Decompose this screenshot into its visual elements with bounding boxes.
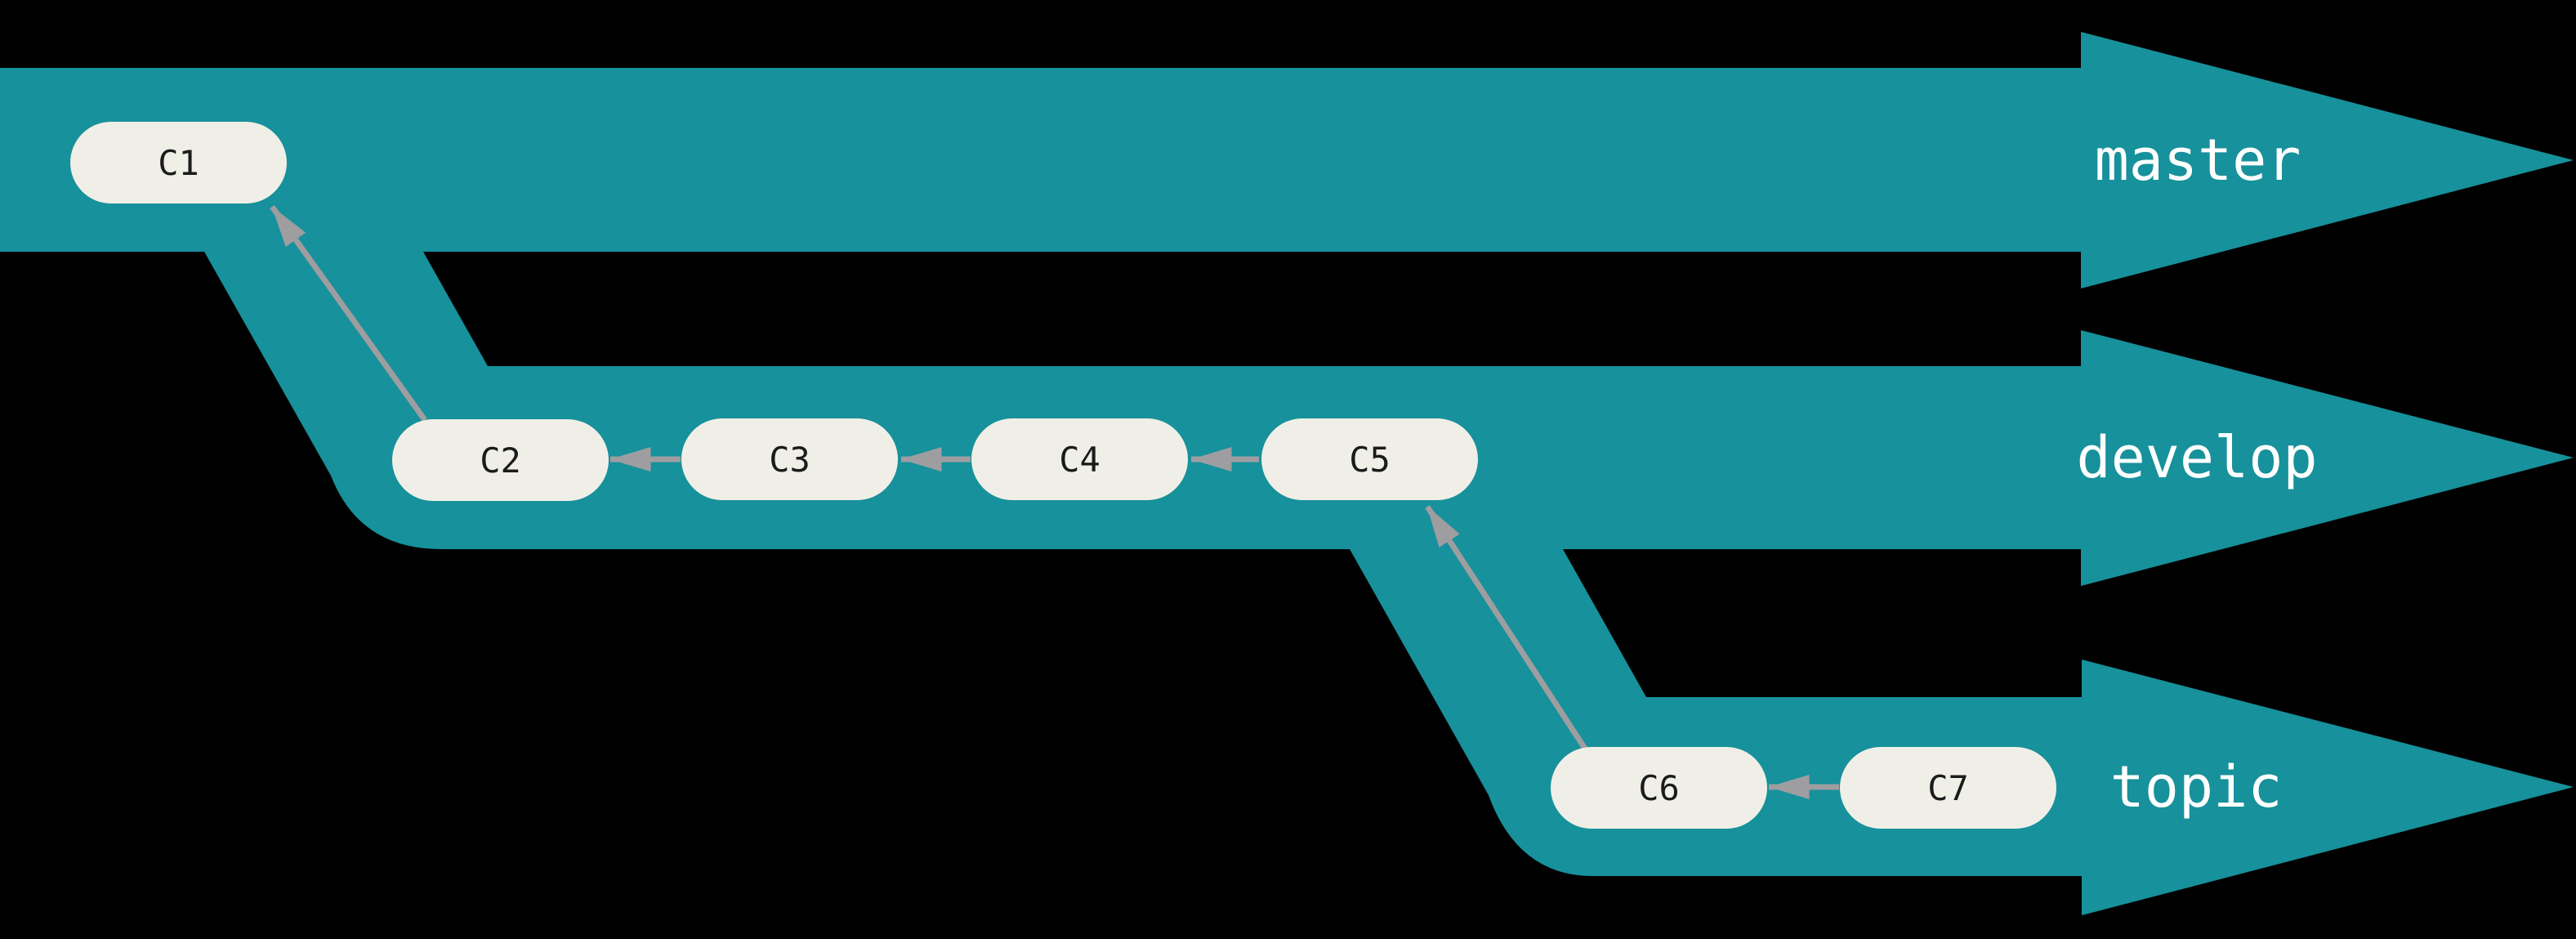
parent-arrow-c6-c5: [1425, 505, 1587, 750]
branch-label-topic: topic: [2109, 753, 2283, 821]
commit-node-c2: C2: [392, 419, 609, 501]
commit-node-c6: C6: [1551, 747, 1767, 829]
commit-node-c1: C1: [70, 122, 287, 203]
parent-arrow-c2-c1: [270, 204, 427, 423]
master-branch-band: [0, 32, 2574, 288]
topic-branch-band: [1350, 549, 2574, 915]
commit-node-c4: C4: [971, 418, 1188, 500]
parent-arrows: [270, 204, 1839, 800]
branch-label-master: master: [2094, 127, 2301, 194]
commit-node-c7: C7: [1840, 747, 2056, 829]
commit-node-c5: C5: [1261, 418, 1478, 500]
branch-label-develop: develop: [2076, 424, 2318, 491]
commit-node-c3: C3: [681, 418, 898, 500]
